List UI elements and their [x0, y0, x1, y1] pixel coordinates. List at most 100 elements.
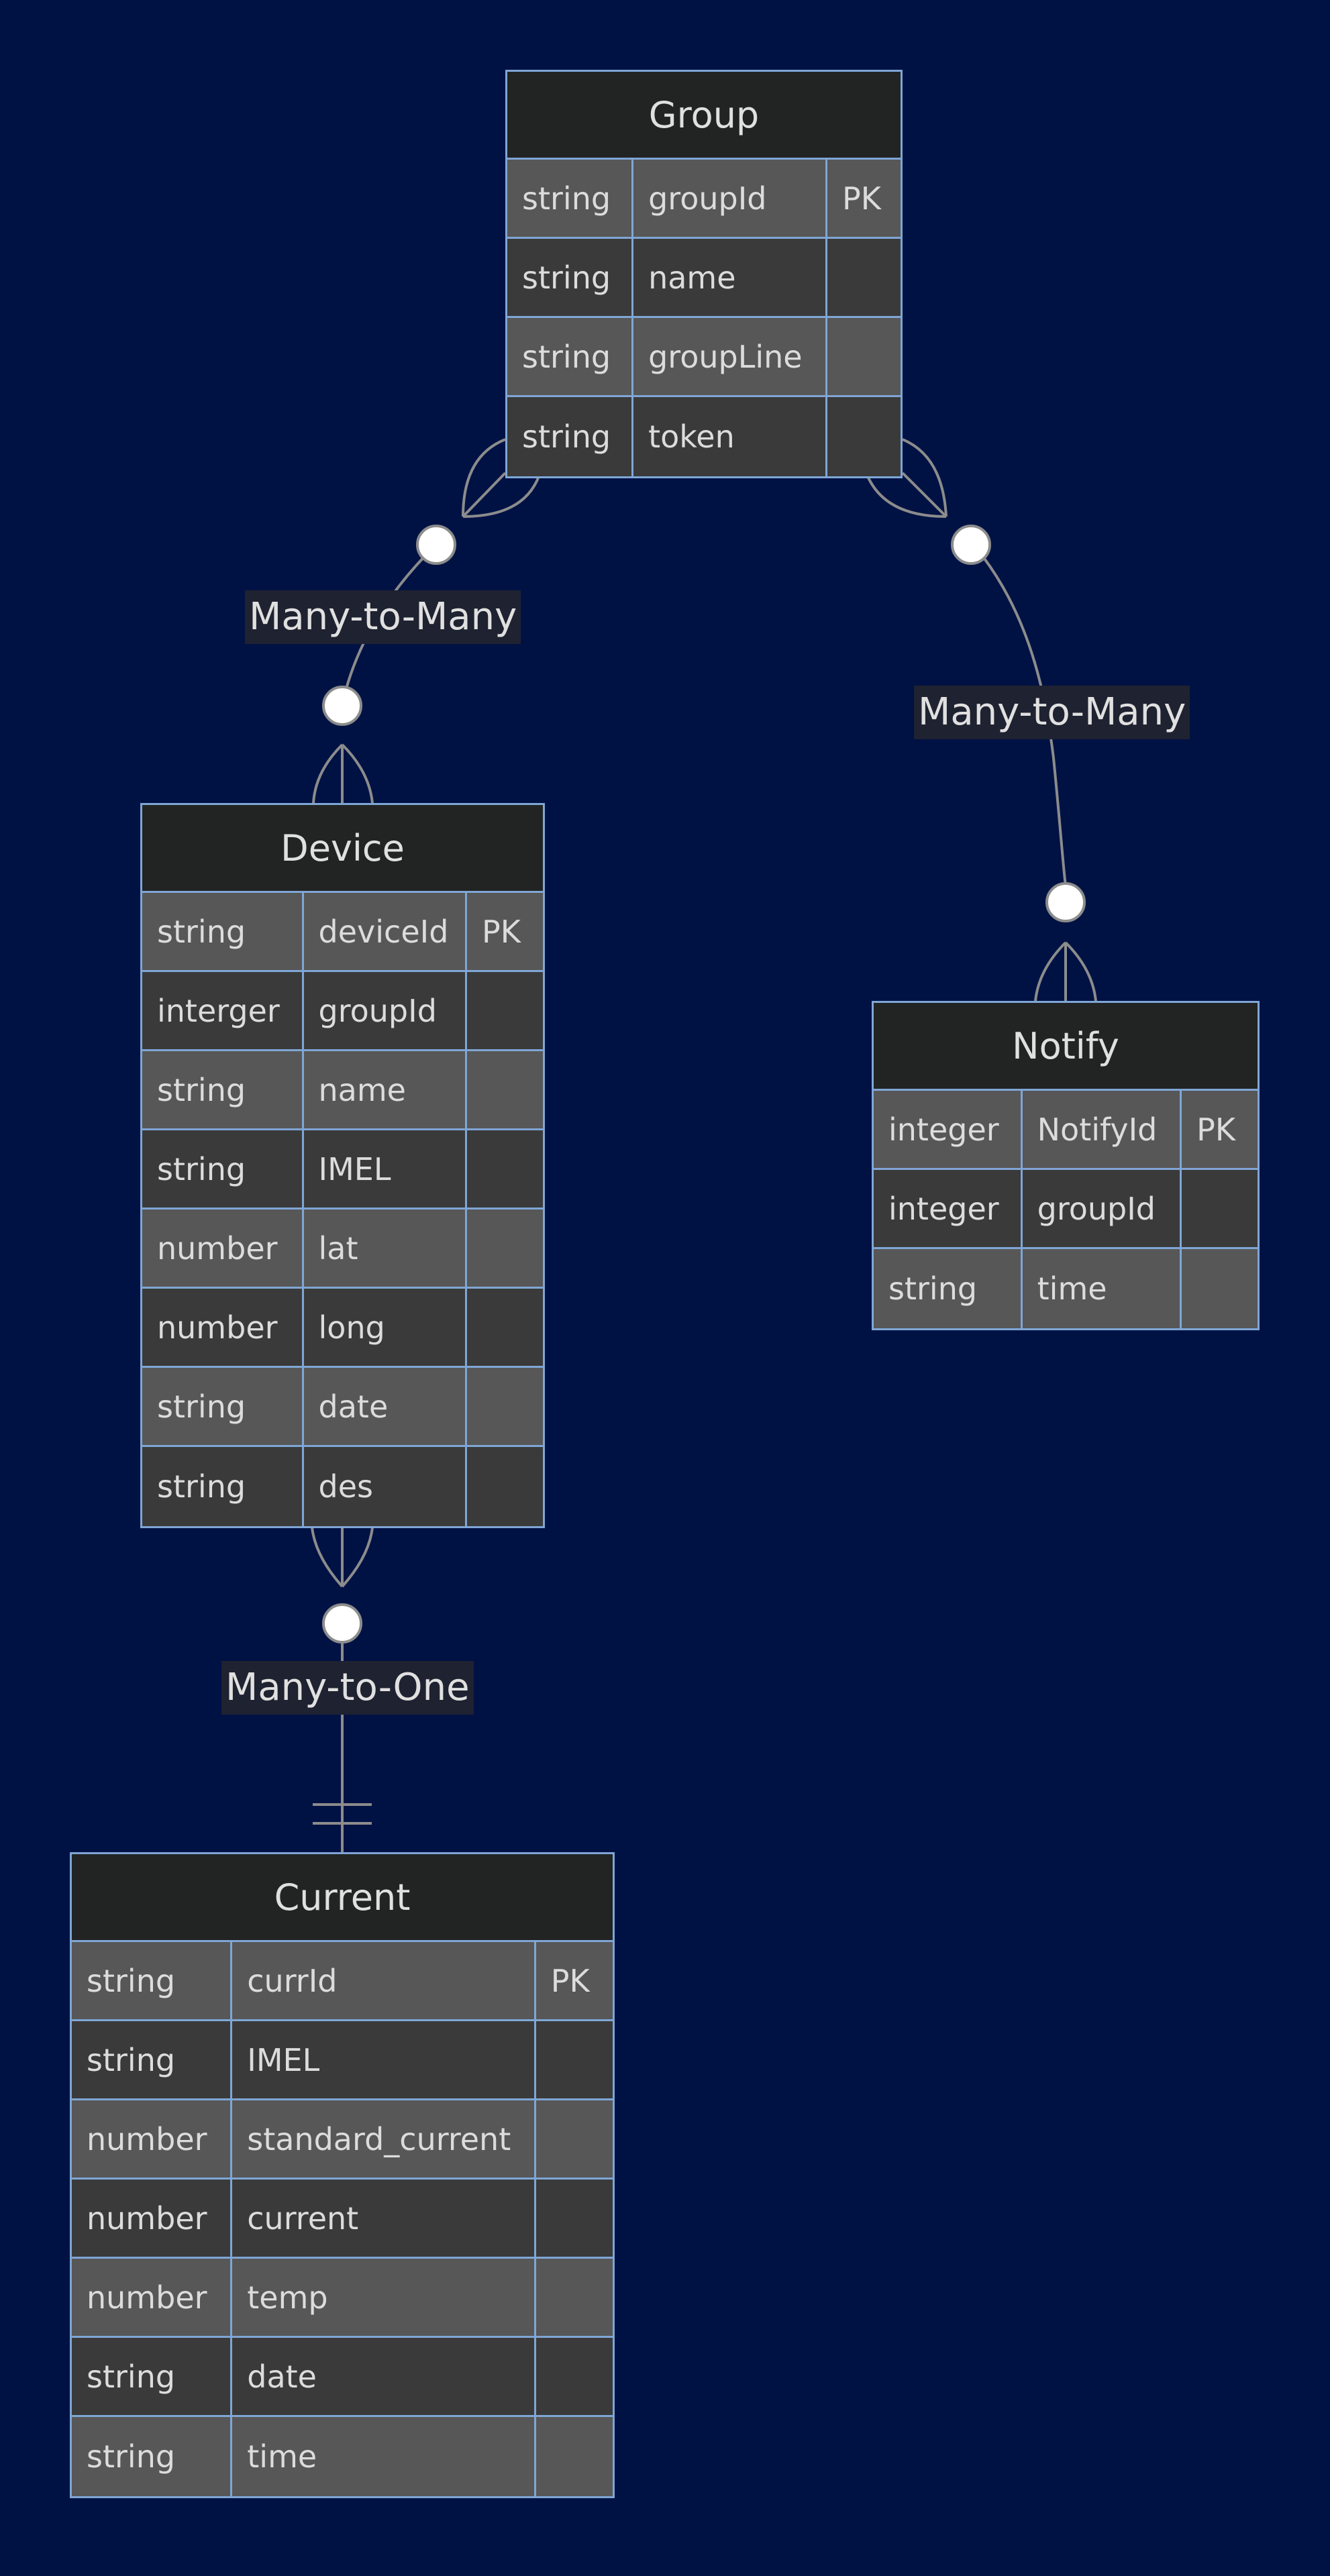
connector-group-notify [982, 555, 1067, 886]
crowfoot-device-current [311, 1527, 374, 1588]
circle-marker-group-notify-top [951, 525, 991, 565]
attribute-name: temp [232, 2259, 536, 2336]
attribute-name: NotifyId [1023, 1091, 1182, 1168]
attribute-name: groupId [304, 972, 468, 1049]
attribute-type: string [507, 239, 634, 316]
attribute-key [1182, 1170, 1258, 1247]
attribute-name: name [304, 1051, 468, 1128]
attribute-name: time [232, 2417, 536, 2496]
attribute-type: number [142, 1210, 304, 1287]
attribute-key [467, 1289, 543, 1366]
attribute-key [827, 397, 901, 476]
attribute-key [536, 2180, 613, 2257]
circle-marker-device-current [322, 1603, 362, 1644]
attribute-name: time [1023, 1249, 1182, 1328]
attribute-name: lat [304, 1210, 468, 1287]
attribute-type: number [72, 2180, 233, 2257]
attribute-name: IMEL [304, 1130, 468, 1208]
circle-marker-group-device-bottom [322, 686, 362, 726]
attribute-name: groupId [633, 160, 828, 237]
crowfoot-group-notify [866, 438, 948, 518]
attribute-name: standard_current [232, 2100, 536, 2178]
attribute-type: string [142, 893, 304, 970]
entity-title-notify: Notify [874, 1003, 1258, 1091]
attribute-name: deviceId [304, 893, 468, 970]
crowfoot-device-group [312, 743, 374, 804]
entity-title-current: Current [72, 1854, 613, 1942]
attribute-key [536, 2417, 613, 2496]
attribute-key [467, 1447, 543, 1526]
attribute-type: integer [874, 1091, 1023, 1168]
attribute-type: interger [142, 972, 304, 1049]
entity-title-group: Group [507, 72, 901, 160]
attribute-name: current [232, 2180, 536, 2257]
attribute-type: string [874, 1249, 1023, 1328]
attribute-key [1182, 1249, 1258, 1328]
attribute-name: des [304, 1447, 468, 1526]
attribute-type: number [142, 1289, 304, 1366]
attribute-key: PK [1196, 1111, 1235, 1148]
attribute-key [467, 972, 543, 1049]
crowfoot-group-device [462, 438, 540, 518]
attribute-type: string [507, 318, 634, 395]
attribute-name: currId [232, 1942, 536, 2019]
attribute-type: string [142, 1130, 304, 1208]
attribute-name: groupLine [633, 318, 828, 395]
attribute-type: string [507, 397, 634, 476]
attribute-key [467, 1368, 543, 1445]
relationship-label-device-current: Many-to-One [221, 1661, 474, 1715]
attribute-key [467, 1130, 543, 1208]
bar-marker-current [313, 1803, 372, 1825]
attribute-key [536, 2338, 613, 2415]
attribute-name: name [633, 239, 828, 316]
crowfoot-notify-group [1034, 941, 1097, 1002]
attribute-name: IMEL [232, 2021, 536, 2098]
attribute-key: PK [550, 1962, 590, 1999]
attribute-key: PK [482, 913, 521, 950]
entity-title-device: Device [142, 805, 543, 893]
attribute-type: string [72, 2338, 233, 2415]
circle-marker-group-notify-bottom [1045, 882, 1086, 922]
attribute-name: date [232, 2338, 536, 2415]
attribute-type: string [142, 1051, 304, 1128]
attribute-name: token [633, 397, 828, 476]
attribute-key [467, 1210, 543, 1287]
attribute-key: PK [842, 180, 881, 217]
attribute-type: string [142, 1447, 304, 1526]
attribute-name: groupId [1023, 1170, 1182, 1247]
attribute-key [827, 318, 901, 395]
attribute-type: number [72, 2259, 233, 2336]
relationship-label-group-device: Many-to-Many [245, 590, 521, 644]
attribute-type: string [72, 2417, 233, 2496]
attribute-key [536, 2259, 613, 2336]
attribute-name: long [304, 1289, 468, 1366]
attribute-type: integer [874, 1170, 1023, 1247]
